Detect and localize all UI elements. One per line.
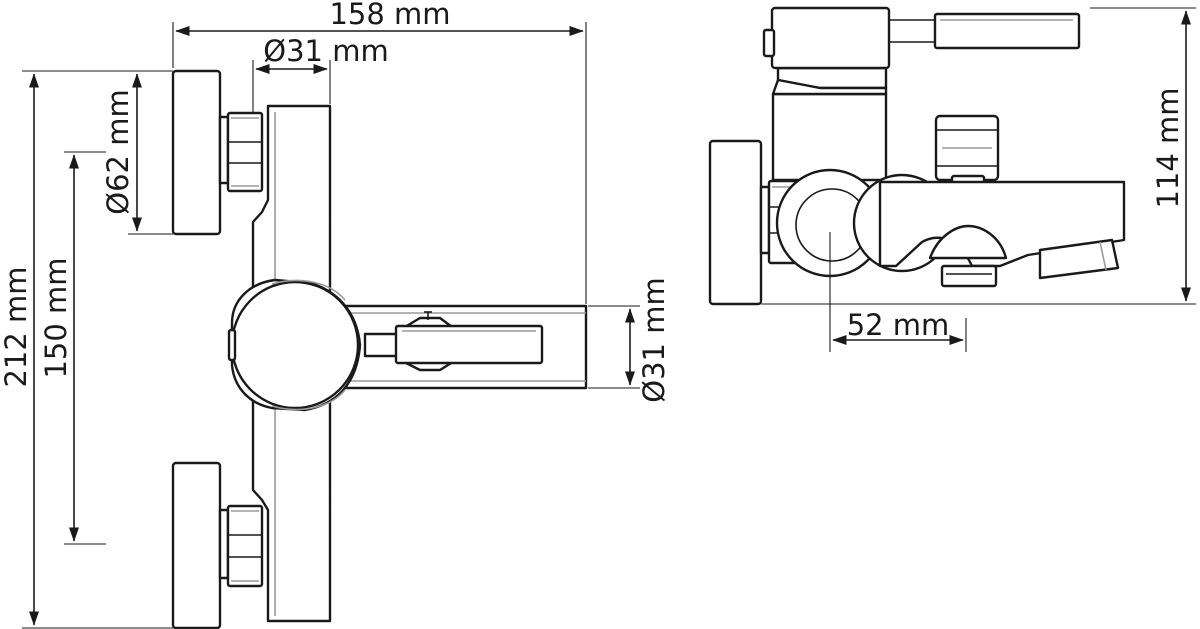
front-spout-diameter-label: Ø31 mm	[263, 34, 388, 68]
front-mixer-housing	[227, 278, 362, 412]
side-diverter-knob	[934, 114, 1000, 186]
front-top-wall-plate	[171, 69, 222, 236]
side-cartridge-body	[771, 92, 888, 182]
front-plate-diameter-label: Ø62 mm	[101, 89, 135, 214]
side-view: 114 mm 52 mm	[708, 6, 1196, 352]
front-dimension-lines	[22, 22, 640, 629]
front-diverter-lever	[363, 311, 544, 372]
front-width-label: 158 mm	[329, 0, 450, 31]
front-total-height-label: 212 mm	[0, 266, 33, 387]
side-height-label: 114 mm	[1151, 87, 1185, 208]
front-bottom-wall-plate	[171, 461, 222, 629]
front-inlet-spacing-label: 150 mm	[39, 257, 73, 378]
side-dimension-lines	[761, 7, 1196, 352]
side-spout	[878, 180, 1126, 288]
front-body-diameter-label: Ø31 mm	[637, 277, 671, 402]
side-lever-handle	[762, 6, 1081, 70]
front-top-connector-nut	[218, 111, 264, 193]
side-depth-label: 52 mm	[847, 308, 950, 342]
front-view: 158 mm Ø31 mm Ø62 mm 212 mm 150 mm Ø31 m…	[0, 0, 671, 629]
front-bottom-connector-nut	[218, 504, 264, 588]
side-wall-plate	[708, 139, 763, 306]
